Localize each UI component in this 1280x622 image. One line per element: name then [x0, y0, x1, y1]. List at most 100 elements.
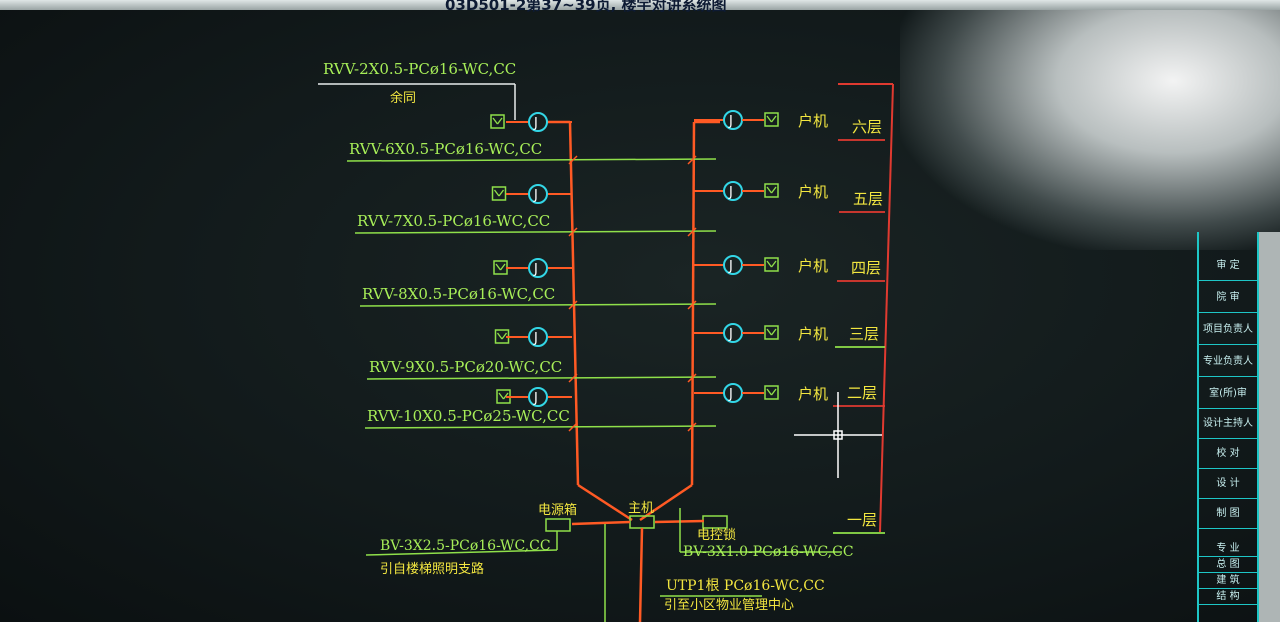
right-junction-5: [723, 383, 743, 403]
lock-box-mark: [501, 332, 508, 340]
lock-box-mark: [766, 186, 773, 194]
left-cable-label-6: RVV-10X0.5-PCø25-WC,CC: [367, 407, 570, 425]
power-cable-line: [365, 549, 558, 556]
lock-box-mark: [498, 189, 505, 197]
title-block-row-3: 项目负责人: [1199, 316, 1257, 345]
left-cable-label-3: RVV-7X0.5-PCø16-WC,CC: [357, 212, 550, 230]
floor-label-2: 五层: [853, 190, 883, 208]
junction-label: J: [728, 259, 733, 274]
left-cable-label-1: RVV-2X0.5-PCø16-WC,CC: [323, 60, 516, 78]
bottom-left-cable-label: BV-3X2.5-PCø16-WC,CC: [380, 538, 551, 554]
unit-label-1: 户机: [798, 112, 828, 130]
right-junction-1: [723, 110, 743, 130]
junction-label: J: [533, 116, 538, 131]
cable-line-2: [346, 158, 717, 162]
lock-box-mark: [496, 332, 503, 340]
left-lock-box-2: [491, 186, 507, 201]
title-block-row-9: 制 图: [1199, 500, 1257, 529]
floor-label-1: 六层: [852, 118, 882, 136]
right-junction-3: [723, 255, 743, 275]
utp-note-label: 引至小区物业管理中心: [664, 598, 794, 613]
main-unit-label: 主机: [628, 501, 654, 516]
junction-label: J: [533, 262, 538, 277]
title-block-row-4: 专业负责人: [1199, 348, 1257, 377]
power-box-label: 电源箱: [538, 502, 577, 518]
cable-tick: [568, 373, 578, 383]
header-reference-text: 03D501-2第37~39页, 楼宇对讲系统图: [445, 0, 727, 14]
floor-label-4: 三层: [849, 325, 879, 343]
right-lock-box-1: [764, 112, 779, 127]
power-to-main-wire: [571, 520, 631, 526]
left-cable-label-2: RVV-6X0.5-PCø16-WC,CC: [349, 140, 542, 158]
left-lock-box-3: [493, 260, 508, 275]
title-block-row-1: 审 定: [1199, 252, 1257, 281]
title-block-frame: [1257, 232, 1280, 622]
title-block-row-10: 专 业: [1199, 542, 1257, 557]
floor-label-5: 二层: [847, 384, 877, 402]
cable-tick: [687, 155, 697, 165]
drawing-title-block: 审 定院 审项目负责人专业负责人室(所)审设计主持人校 对设 计制 图专 业总 …: [1197, 232, 1259, 622]
junction-label: J: [728, 387, 733, 402]
cable-tick: [687, 300, 697, 310]
unit-label-4: 户机: [798, 325, 828, 343]
junction-label: J: [728, 185, 733, 200]
lock-box-mark: [770, 115, 777, 123]
junction-label: J: [533, 331, 538, 346]
cable-line-5: [366, 376, 717, 380]
right-riser-bottom: [639, 483, 693, 522]
lock-box-mark: [766, 260, 773, 268]
cable-tick: [687, 373, 697, 383]
lock-box-mark: [766, 388, 773, 396]
cable-tick: [568, 227, 578, 237]
lock-box-mark: [770, 328, 777, 336]
right-lock-box-2: [764, 183, 779, 198]
title-block-row-7: 校 对: [1199, 440, 1257, 469]
title-block-row-11: 总 图: [1199, 558, 1257, 573]
cable-tick: [568, 300, 578, 310]
lock-box-mark: [770, 186, 777, 194]
left-junction-1: [528, 112, 548, 132]
power-box: [545, 518, 571, 532]
title-block-row-6: 设计主持人: [1199, 410, 1257, 439]
crosshair-pickbox: [833, 430, 843, 440]
left-junction-5: [528, 387, 548, 407]
left-cable-label-5: RVV-9X0.5-PCø20-WC,CC: [369, 358, 562, 376]
junction-label: J: [728, 327, 733, 342]
lock-box-mark: [493, 189, 500, 197]
bottom-left-note: 引自楼梯照明支路: [380, 561, 484, 577]
unit-label-2: 户机: [798, 183, 828, 201]
cable-tick: [687, 227, 697, 237]
cable-tick: [568, 422, 578, 432]
title-block-row-5: 室(所)审: [1199, 380, 1257, 409]
cable-line-6: [364, 425, 717, 429]
left-junction-2: [528, 184, 548, 204]
floor-label-6: 一层: [847, 511, 877, 529]
lock-box-mark: [498, 392, 505, 400]
lock-box-mark: [770, 260, 777, 268]
left-junction-3: [528, 258, 548, 278]
cable-line-4: [359, 303, 717, 307]
lock-box-mark: [495, 263, 502, 271]
right-junction-2: [723, 181, 743, 201]
utp-down-wire: [638, 527, 644, 622]
lock-box-mark: [496, 117, 503, 125]
lock-box-mark: [770, 388, 777, 396]
bottom-right-cable-label: BV-3X1.0-PCø16-WC,CC: [683, 544, 854, 560]
title-block-row-13: 结 构: [1199, 590, 1257, 605]
elec-lock-label: 电控锁: [697, 527, 736, 543]
elec-lock-box: [702, 515, 728, 529]
left-lock-box-1: [490, 114, 505, 129]
right-junction-4: [723, 323, 743, 343]
lock-box-mark: [766, 115, 773, 123]
junction-label: J: [728, 114, 733, 129]
lock-box-mark: [492, 117, 499, 125]
title-block-row-12: 建 筑: [1199, 574, 1257, 589]
top-toolbar-strip: 03D501-2第37~39页, 楼宇对讲系统图: [0, 0, 1280, 14]
junction-label: J: [533, 391, 538, 406]
left-riser-bottom: [577, 483, 633, 522]
left-junction-4: [528, 327, 548, 347]
left-cable-label-4: RVV-8X0.5-PCø16-WC,CC: [362, 285, 555, 303]
title-block-row-2: 院 审: [1199, 284, 1257, 313]
lock-box-mark: [766, 328, 773, 336]
